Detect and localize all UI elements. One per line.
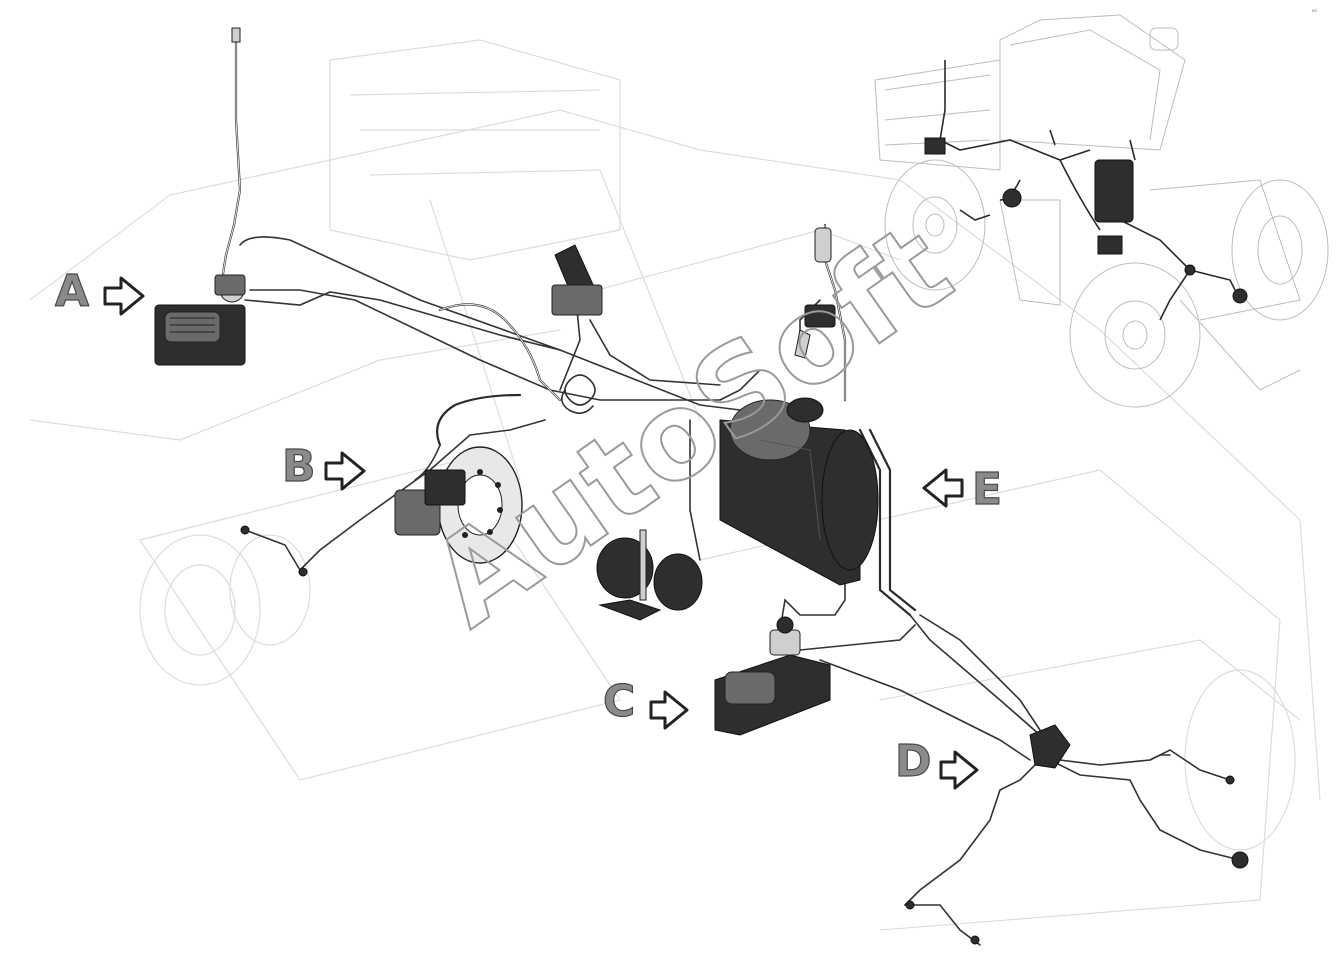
callout-A: A xyxy=(54,265,145,318)
component-B-left-line-fitting xyxy=(240,525,308,577)
component-A-brake-chamber xyxy=(154,274,246,366)
callout-B: B xyxy=(281,440,366,493)
component-dryer-top xyxy=(794,227,836,359)
component-D-valve xyxy=(905,724,1249,945)
callout-E: E xyxy=(922,463,1003,516)
callout-label-A: A xyxy=(55,266,89,317)
arrow-right-icon xyxy=(324,451,366,491)
callout-label-E: E xyxy=(972,464,1002,515)
component-auxiliary-tanks xyxy=(596,529,703,621)
callout-label-B: B xyxy=(282,441,316,492)
callout-label-D: D xyxy=(895,736,932,787)
callout-label-C: C xyxy=(603,676,635,727)
callout-C: C xyxy=(602,675,689,730)
arrow-right-icon xyxy=(103,276,145,316)
component-B-brake-disc xyxy=(394,446,523,564)
arrow-right-icon xyxy=(939,750,979,790)
arrow-left-icon xyxy=(922,468,964,508)
callout-D: D xyxy=(894,735,979,790)
component-pedal-valve xyxy=(551,244,603,316)
arrow-right-icon xyxy=(649,690,689,730)
component-E-air-tanks xyxy=(719,397,879,586)
tractor-overview-inset: ⁰⁰ xyxy=(874,9,1329,408)
component-C-brake-chamber xyxy=(714,616,831,736)
inset-corner-mark: ⁰⁰ xyxy=(1312,9,1317,16)
tractor-ghost-outline xyxy=(29,39,1321,931)
